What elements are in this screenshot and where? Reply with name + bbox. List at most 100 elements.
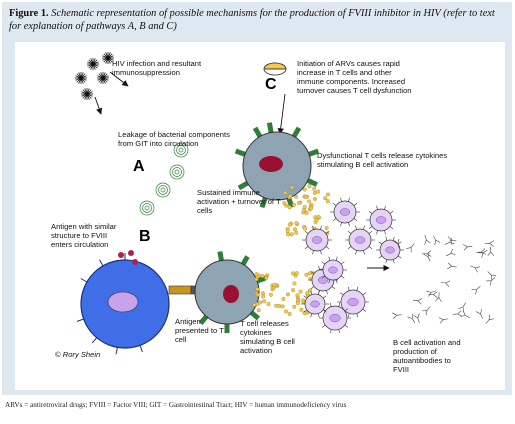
hiv-virus-icon <box>87 58 99 70</box>
figure-number: Figure 1. <box>9 8 49 19</box>
antigen-presentation <box>168 285 200 295</box>
figure-footnote: ARVs = antiretroviral drugs; FVIII = Fac… <box>5 401 347 409</box>
bacteria-spiral-icon <box>155 182 171 198</box>
antigen-particle <box>118 252 124 258</box>
cytokine-dot <box>288 194 293 199</box>
autoantibodies <box>392 235 497 324</box>
cytokine-dot <box>268 292 273 297</box>
hiv-virus-icon <box>75 72 87 84</box>
plasma-cell <box>319 302 351 334</box>
cytokine-dot <box>258 300 263 305</box>
cytokine-dot <box>303 226 307 231</box>
cytokine-dot <box>325 199 330 204</box>
cytokine-dot <box>305 291 310 296</box>
b-cell <box>76 253 170 355</box>
antibody-icon <box>447 262 457 270</box>
cytokine-dot <box>291 271 295 276</box>
label-dysfunctional: Dysfunctional T cells release cytokines … <box>317 151 448 169</box>
t-cell-top <box>234 122 320 209</box>
antibody-icon <box>460 310 470 319</box>
antibody-icon <box>444 238 455 245</box>
mechanism-diagram <box>75 52 497 355</box>
antigen-particle <box>128 250 134 256</box>
pathway-c-label: C <box>265 76 277 93</box>
cytokine-dot <box>323 196 328 201</box>
cytokine-dot <box>277 304 282 308</box>
cytokine-dot <box>307 184 312 189</box>
antibody-icon <box>406 243 415 253</box>
cytokine-dot <box>292 304 297 309</box>
cytokine-dot <box>284 309 288 314</box>
cytokine-dot <box>262 299 267 304</box>
cytokine-dot <box>312 186 317 191</box>
cytokine-dot <box>252 302 257 307</box>
b-cell-receptor-icon <box>80 278 88 283</box>
cytokine-dot <box>286 232 291 237</box>
cytokine-dot <box>285 292 290 297</box>
cytokine-dot <box>287 222 292 227</box>
label-copyright: © Rory Shein <box>55 350 101 359</box>
cytokine-dot <box>255 292 260 297</box>
plasma-cell <box>330 197 360 227</box>
cytokine-dot <box>266 301 271 306</box>
plasma-cell <box>345 225 375 255</box>
pathway-b-label: B <box>139 228 151 245</box>
cytokine-dot <box>283 190 288 195</box>
cytokine-dot <box>293 227 297 232</box>
cytokine-dot <box>291 202 296 207</box>
antibody-icon <box>485 314 495 324</box>
arrow-arv <box>277 93 286 135</box>
antibody-icon <box>487 246 495 257</box>
cytokine-dot <box>309 206 313 211</box>
antibody-icon <box>423 251 431 262</box>
cytokine-dot <box>295 293 300 298</box>
antibody-icon <box>486 277 496 286</box>
antibody-icon <box>428 291 438 298</box>
antibody-icon <box>446 248 456 257</box>
cytokine-dot <box>292 281 297 286</box>
cytokine-dot <box>303 194 308 199</box>
arrow-hiv-1 <box>109 71 129 87</box>
bacteria-spiral-icon <box>169 164 185 180</box>
antibody-icon <box>478 249 488 258</box>
caption-text: Schematic representation of possible mec… <box>9 8 495 32</box>
cytokine-dot <box>312 190 317 195</box>
label-presented: Antigen presented to T cell <box>175 317 224 344</box>
antibody-icon <box>412 298 423 305</box>
antibody-icon <box>484 240 495 247</box>
antibody-icon <box>458 302 466 313</box>
antibody-icon <box>476 248 486 255</box>
cytokine-dot <box>287 205 292 210</box>
diagram-card: HIV infection and resultant immunosuppre… <box>15 42 505 390</box>
figure-caption: Figure 1. Schematic representation of po… <box>9 7 509 33</box>
label-bcell: B cell activation and production of auto… <box>393 338 461 374</box>
cytokine-dot <box>289 232 294 237</box>
figure-panel: Figure 1. Schematic representation of po… <box>2 2 512 395</box>
plasma-cells-bottom <box>301 256 369 334</box>
cytokine-dot <box>294 221 299 226</box>
cytokine-dot <box>294 194 299 199</box>
cytokine-dot <box>302 187 307 192</box>
cytokine-dot <box>290 185 295 190</box>
cytokine-dot <box>280 304 285 309</box>
cytokine-dot <box>324 226 329 230</box>
cytokine-dot <box>260 274 265 278</box>
cytokine-dot <box>255 287 260 292</box>
label-releases: T cell releases cytokines simulating B c… <box>240 319 295 355</box>
b-cell-receptor-icon <box>115 347 118 355</box>
antibody-icon <box>407 313 416 323</box>
antibody-icon <box>438 317 449 324</box>
cytokine-dot <box>316 189 321 194</box>
b-cell-receptor-icon <box>139 345 143 353</box>
b-cell-receptor-icon <box>91 337 98 344</box>
plasma-cell <box>337 286 369 318</box>
antibody-icon <box>470 265 481 273</box>
cytokine-dot <box>256 308 261 313</box>
antigen-particle <box>132 259 138 265</box>
antibody-icon <box>487 271 497 280</box>
antibody-icon <box>462 244 473 251</box>
antibody-icon <box>426 290 437 297</box>
antibody-icon <box>476 309 483 319</box>
antibody-icon <box>422 306 431 316</box>
cytokine-dot <box>264 276 269 280</box>
